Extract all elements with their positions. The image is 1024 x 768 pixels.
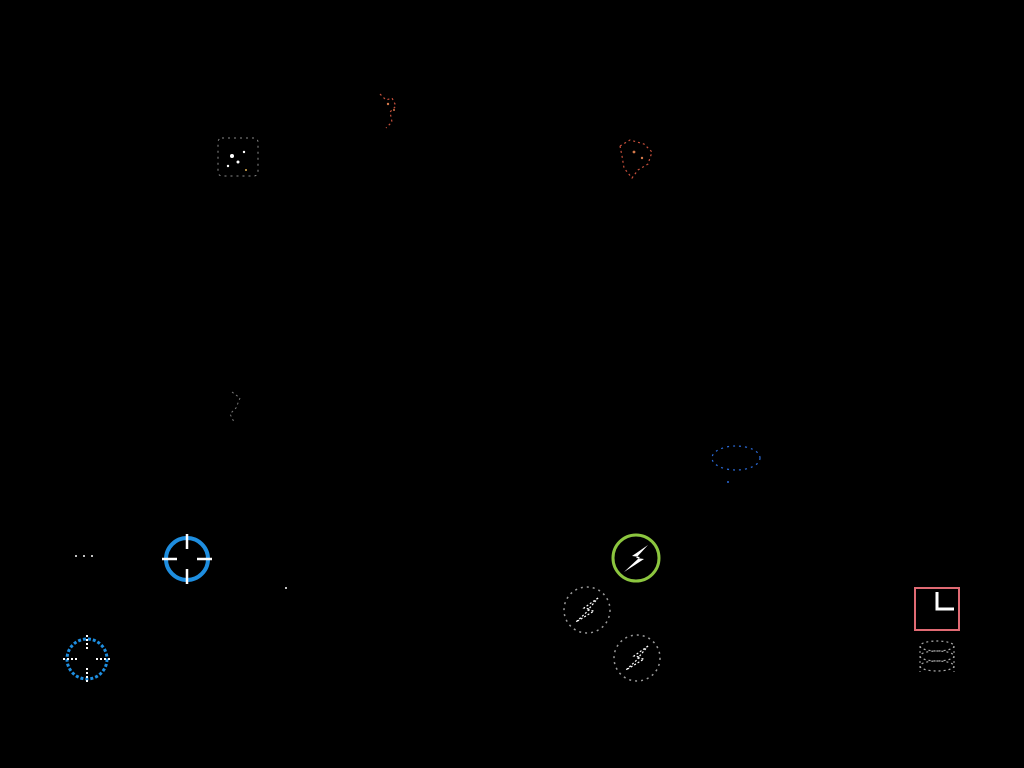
- corner-square-icon: [935, 592, 954, 611]
- faint-sprite-blue-right[interactable]: [711, 445, 761, 471]
- stacked-disc-icon: [919, 640, 955, 672]
- bolt-unit-faded-1[interactable]: [563, 586, 611, 634]
- corner-unit-selected[interactable]: [914, 587, 960, 631]
- lightning-bolt-icon: [624, 545, 648, 572]
- lightning-bolt-icon: [575, 597, 599, 623]
- stacked-unit-faded[interactable]: [919, 640, 955, 672]
- crosshair-icon: [63, 635, 111, 683]
- faint-sprite-orange-right[interactable]: [619, 139, 653, 179]
- bolt-unit-faded-2[interactable]: [613, 634, 661, 682]
- faint-sprite-mid-left[interactable]: [229, 391, 241, 423]
- bolt-unit-selected[interactable]: [611, 533, 661, 583]
- crosshair-icon: [162, 534, 212, 584]
- specks: [75, 481, 729, 589]
- lightning-bolt-icon: [625, 645, 649, 671]
- crosshair-unit-faded[interactable]: [63, 635, 111, 683]
- faint-sprite-red-top[interactable]: [379, 93, 397, 129]
- faint-sprite-white-left[interactable]: [217, 137, 259, 177]
- crosshair-unit-selected[interactable]: [162, 534, 212, 584]
